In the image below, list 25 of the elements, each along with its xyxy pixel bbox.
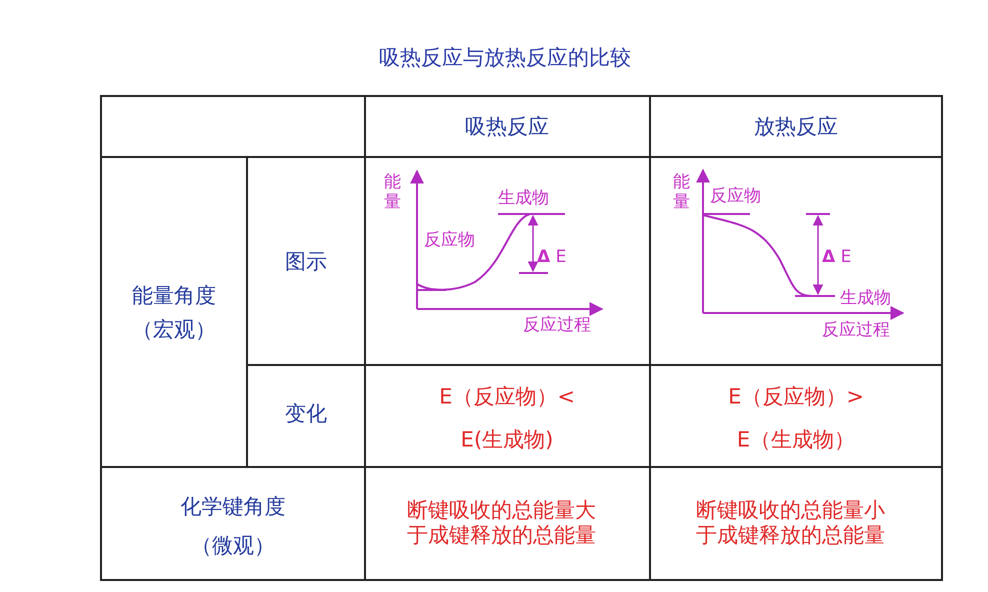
level-label: 生成物: [840, 288, 891, 308]
row-header: 能量角度: [132, 283, 216, 309]
level-label: 生成物: [498, 188, 549, 208]
row-header: （宏观）: [132, 317, 216, 343]
comparison-text: E(生成物): [460, 427, 554, 453]
row-header: 变化: [285, 401, 327, 427]
row-header: 化学键角度: [180, 494, 286, 520]
axis-label: 能量: [673, 173, 691, 212]
axis-label: 能量: [384, 173, 402, 212]
comparison-text: E（反应物）<: [439, 384, 575, 410]
row-header: （微观）: [191, 533, 275, 559]
axis-label: 反应过程: [523, 315, 591, 336]
comparison-text: E（生成物）: [736, 427, 856, 453]
level-label: 反应物: [710, 186, 761, 206]
description-text: 断键吸收的总能量小于成键释放的总能量: [696, 498, 886, 548]
delta-e-label: Δ E: [537, 247, 566, 268]
axis-label: 反应过程: [822, 320, 890, 340]
comparison-text: E（反应物）>: [728, 384, 864, 410]
description-text: 断键吸收的总能量大于成键释放的总能量: [407, 498, 597, 548]
row-header: 图示: [285, 249, 327, 275]
column-header: 吸热反应: [465, 114, 549, 140]
column-header: 放热反应: [754, 114, 838, 140]
curve-label: 反应物: [424, 230, 475, 250]
delta-e-label: Δ E: [822, 247, 852, 268]
table-title: 吸热反应与放热反应的比较: [379, 45, 631, 71]
